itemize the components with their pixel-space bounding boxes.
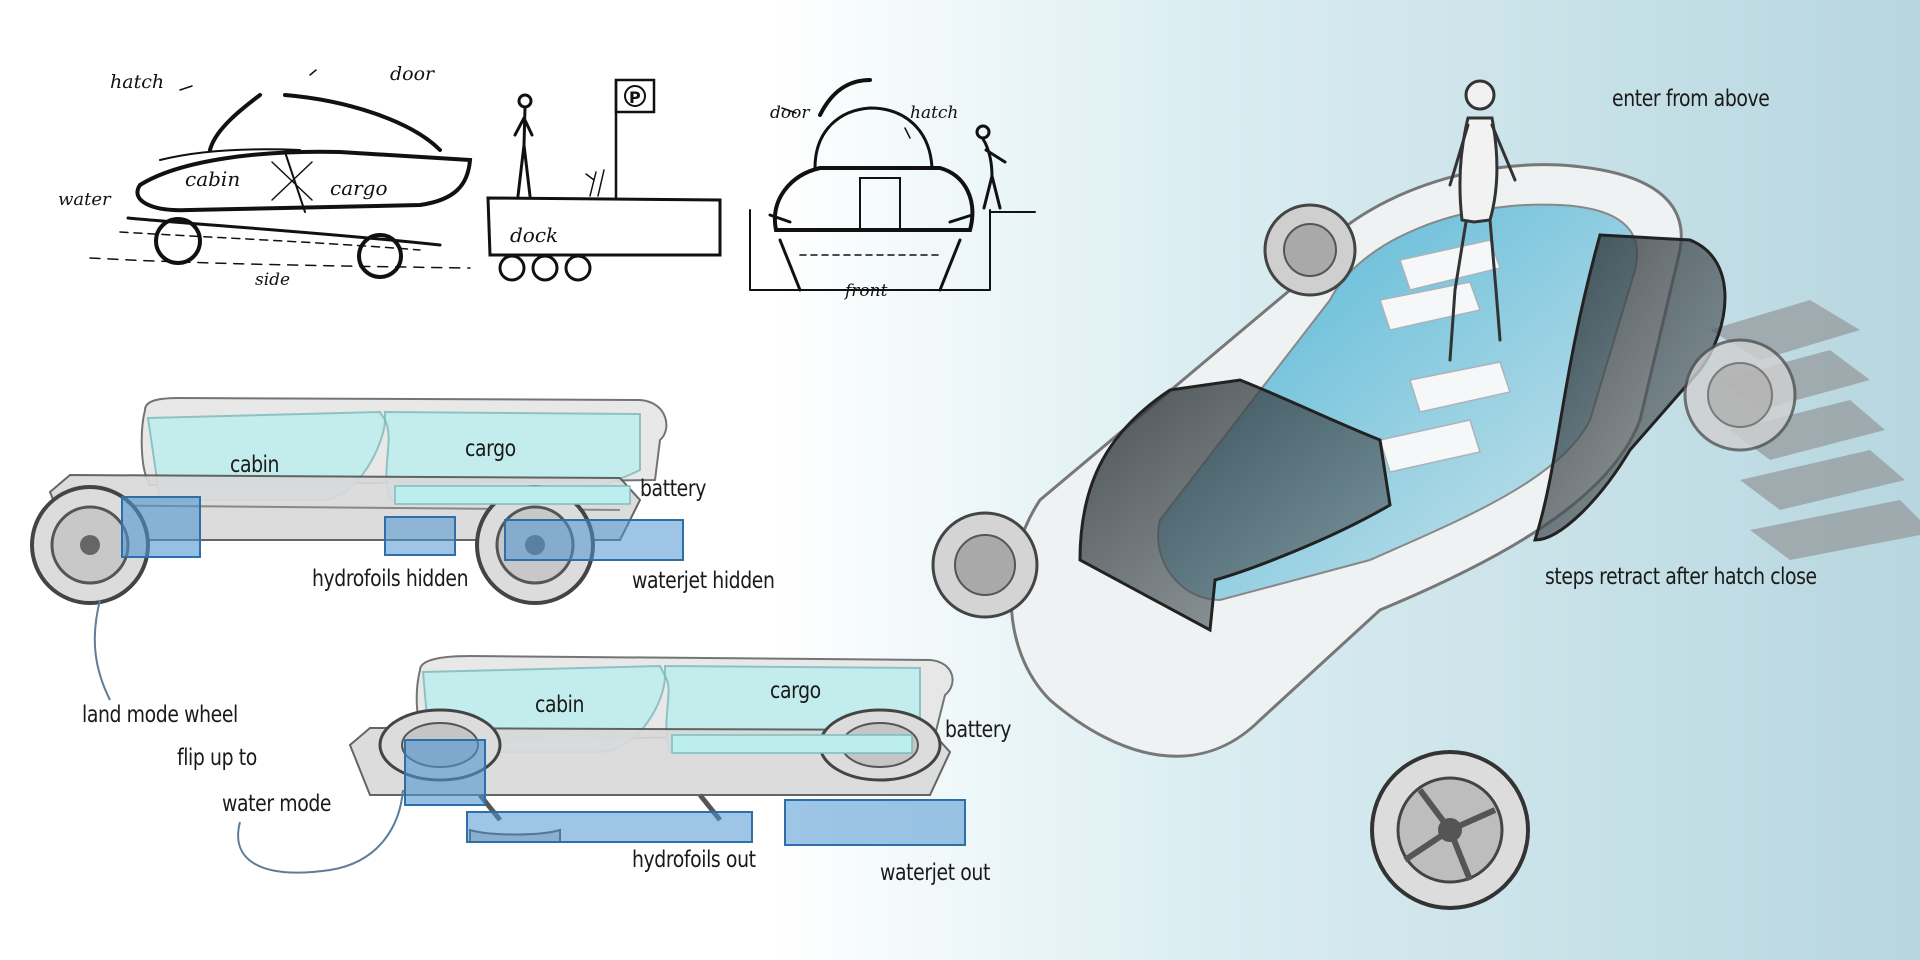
- standing-figure-front: [975, 124, 1007, 210]
- sketch-front-label: front: [843, 281, 888, 301]
- sketch-dock-label: dock: [510, 223, 558, 247]
- land-wheel-label-line1: land mode wheel: [82, 702, 238, 728]
- land-battery-label: battery: [640, 476, 706, 502]
- land-wheel-highlight: [121, 496, 201, 558]
- render-enter-label: enter from above: [1612, 86, 1770, 112]
- land-waterjet-highlight: [504, 519, 684, 561]
- land-cabin-label: cabin: [230, 452, 280, 478]
- land-wheel-callout-line: [93, 599, 111, 701]
- land-wheel-label-line2: flip up to: [177, 745, 257, 771]
- water-waterjet-highlight: [784, 799, 966, 846]
- person-entering: [1448, 79, 1517, 362]
- land-hydrofoils-label: hydrofoils hidden: [312, 566, 469, 592]
- sketch-water-label: water: [58, 189, 112, 210]
- water-wheel-highlight: [404, 739, 486, 806]
- water-battery-label: battery: [945, 717, 1011, 743]
- water-hydrofoils-label: hydrofoils out: [632, 847, 756, 873]
- sketch-side-label: side: [255, 270, 290, 290]
- sketch-hatch-label: hatch: [110, 71, 164, 93]
- topdown-render: [931, 163, 1920, 910]
- render-steps-label: steps retract after hatch close: [1545, 564, 1817, 590]
- wheel-callout-line: [237, 789, 404, 874]
- land-mode-vehicle: [30, 396, 684, 605]
- water-mode-vehicle: [348, 654, 966, 846]
- water-waterjet-label: waterjet out: [880, 860, 990, 886]
- sketch-door-label: door: [390, 63, 436, 85]
- water-hydrofoil-highlight: [466, 811, 753, 843]
- sketch-front-door-label: door: [770, 103, 810, 123]
- dock-planks: [1710, 300, 1920, 560]
- side-sketch: [89, 69, 722, 282]
- water-cabin-label: cabin: [535, 692, 585, 718]
- front-sketch: [749, 78, 1036, 292]
- parking-sign-label: P: [629, 88, 641, 107]
- sketch-front-hatch-label: hatch: [910, 103, 958, 123]
- land-hydrofoil-highlight: [384, 516, 456, 556]
- land-wheel-label-line3: water mode: [222, 791, 332, 817]
- land-waterjet-label: waterjet hidden: [632, 568, 775, 594]
- standing-figure-side: [513, 93, 534, 198]
- water-cargo-label: cargo: [770, 678, 821, 704]
- land-cargo-label: cargo: [465, 436, 516, 462]
- sketch-cabin-label: cabin: [185, 167, 240, 191]
- sketch-cargo-label: cargo: [330, 176, 388, 200]
